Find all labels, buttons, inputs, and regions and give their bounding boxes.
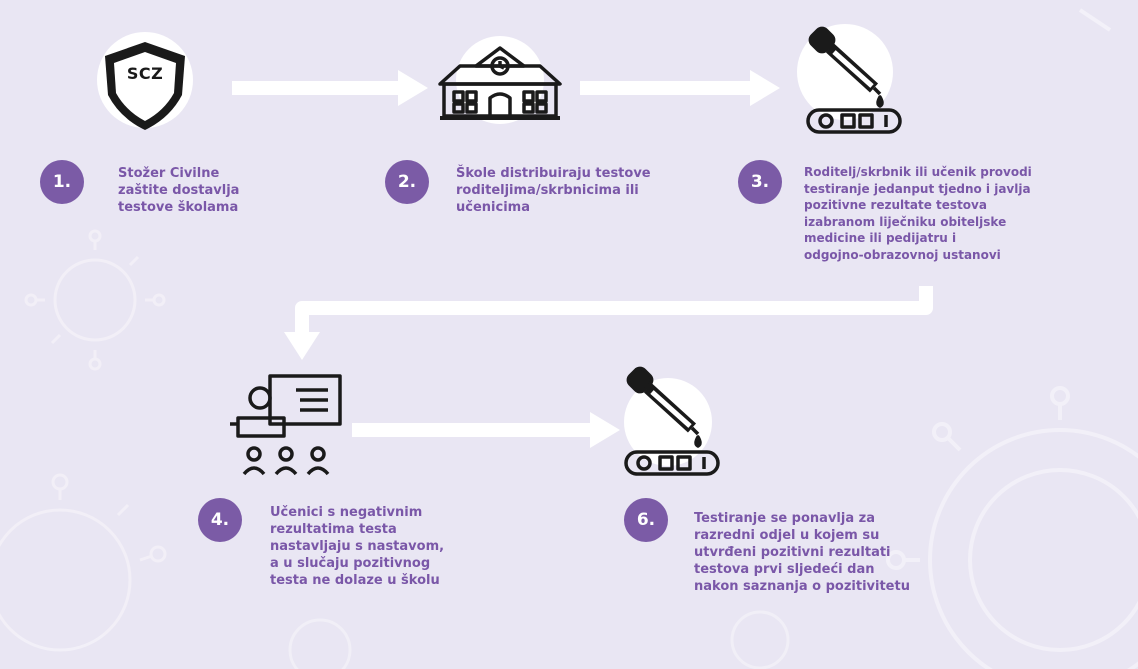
step-4-text: Učenici s negativnim rezultatima testa n… (270, 505, 445, 588)
arrow-1-to-2-head (398, 70, 428, 106)
virus-decoration-bottom-icon (288, 610, 790, 669)
arrow-4-to-6-head (590, 412, 620, 448)
virus-decoration-right-icon (886, 8, 1138, 669)
scz-logo-text: SCZ (126, 64, 164, 83)
test-kit-dropper-icon (806, 26, 902, 134)
step-3-text: Roditelj/skrbnik ili učenik provodi test… (804, 165, 1032, 262)
test-kit-dropper-icon-2 (624, 366, 720, 476)
step-1-number-badge: 1. (40, 160, 84, 204)
virus-decoration-bottom-left-icon (0, 473, 167, 652)
arrow-3-to-4-head (284, 332, 320, 360)
step-2-text: Škole distribuiraju testove roditeljima/… (456, 166, 651, 215)
step-3-number-badge: 3. (738, 160, 782, 204)
step-4-number-badge: 4. (198, 498, 242, 542)
virus-decoration-left-icon (24, 229, 166, 371)
school-building-icon (438, 46, 562, 120)
step-1-text: Stožer Civilne zaštite dostavlja testove… (118, 166, 240, 215)
step-6-text: Testiranje se ponavlja za razredni odjel… (694, 511, 910, 594)
step-6-number-badge: 6. (624, 498, 668, 542)
arrow-2-to-3-head (750, 70, 780, 106)
step-2-number-badge: 2. (385, 160, 429, 204)
scz-shield-icon (105, 42, 185, 130)
flow-arrows (232, 70, 933, 448)
arrow-3-to-4 (295, 286, 933, 334)
classroom-icon (230, 374, 342, 476)
